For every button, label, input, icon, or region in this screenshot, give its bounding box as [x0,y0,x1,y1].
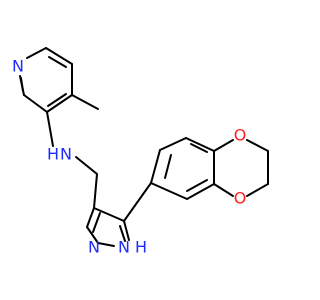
bond-methylene-pyrazole [93,173,98,209]
bond-benzene-double-3 [186,179,208,192]
bond-pyridine-6 [26,47,47,59]
bond-pyrazole-double-1 [92,212,101,233]
bond-benzene-double-1 [164,154,172,179]
atom-h-pyrazole: H [135,238,147,257]
bond-pyridine-amine [46,111,54,147]
bond-methyl [71,94,99,110]
bond-benzene-3 [185,137,215,152]
bond-pyridine-double-3 [20,77,24,92]
molecule-diagram: N N H N N H O O [12,47,269,257]
bond-amine-methylene [75,156,98,175]
bond-dioxane-5 [213,183,234,197]
bond-benzene-double-2 [190,143,208,153]
bond-benzene-5 [186,183,215,200]
bond-benzene-1 [150,149,161,184]
atom-o-top: O [234,126,247,145]
bond-benzene-2 [159,137,187,151]
bond-pyrazole-3 [97,242,115,247]
bond-benzene-6 [150,182,188,200]
bond-pyrazole-double-2 [119,225,126,242]
bond-pyridine-4 [23,94,48,113]
bonds [19,47,269,247]
atom-labels: N N H N N H O O [12,57,246,257]
molecule-canvas: N N H N N H O O [12,47,269,257]
bond-pyridine-1 [45,47,73,65]
bond-pyrazole-1 [93,207,125,222]
bond-biaryl [123,182,152,222]
atom-n-pyridine: N [12,57,24,76]
atom-o-bottom: O [234,189,247,208]
atom-h-amine: H [47,145,59,164]
bond-pyridine-3 [46,94,73,113]
atom-n-amine: N [60,145,72,164]
bond-pyridine-double-2 [47,93,67,107]
bond-pyrazole-2 [123,220,130,241]
bond-pyridine-double-1 [48,56,67,68]
bond-dioxane-2 [246,139,269,152]
atom-n-pyrazole-left: N [88,238,100,257]
atom-n-pyrazole-right: N [118,238,130,257]
bond-dioxane-4 [246,183,269,197]
bond-pyrazole-5 [86,226,99,244]
bond-pyrazole-4 [86,207,95,228]
bond-dioxane-1 [213,139,234,152]
